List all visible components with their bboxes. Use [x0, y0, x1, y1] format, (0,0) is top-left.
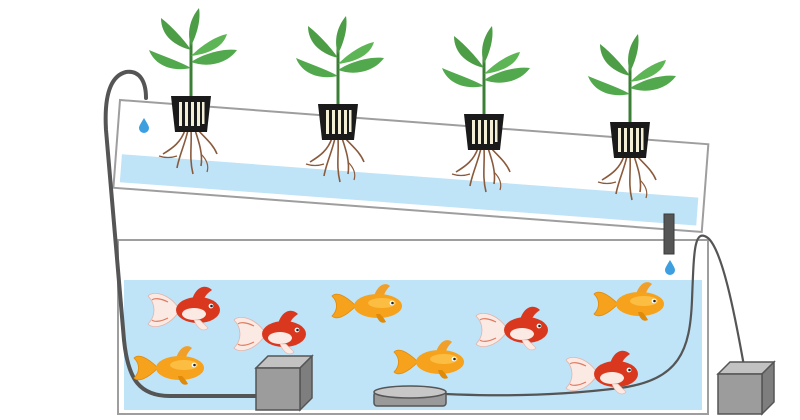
air-tube: [408, 234, 746, 397]
water-pump: [254, 354, 314, 412]
pipes: [103, 69, 746, 398]
external-air-pump: [716, 360, 776, 416]
air-stone: [373, 385, 447, 407]
grow-bed-water: [119, 154, 699, 226]
feed-pipe: [103, 69, 258, 398]
grow-bed: [112, 98, 710, 234]
return-pipe: [663, 213, 675, 255]
